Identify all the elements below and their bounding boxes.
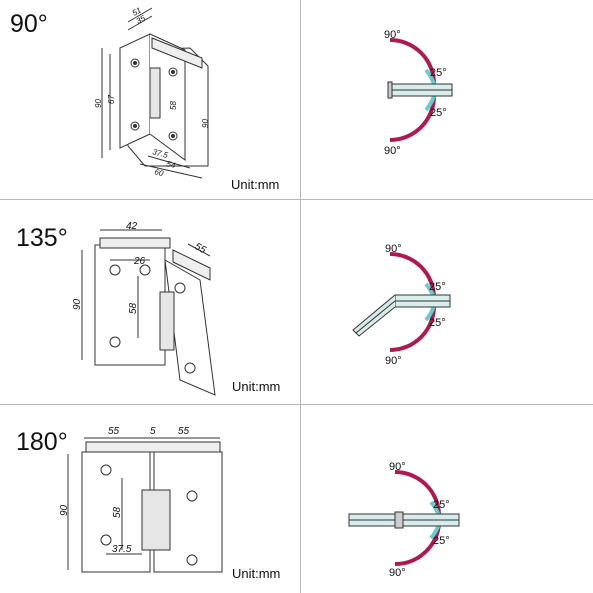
dim-26: 26 <box>133 256 146 267</box>
swing-diagram-135: 90° 90° 25° 25° <box>352 243 451 367</box>
dim-58: 58 <box>169 101 178 110</box>
dim-58: 58 <box>128 302 139 314</box>
dim-55-left: 55 <box>108 426 120 437</box>
angle-down-90: 25° <box>430 107 447 119</box>
dim-67: 67 <box>107 95 116 104</box>
hinge-180-drawing: 55 5 55 90 58 37.5 <box>59 426 223 573</box>
angle-top-90: 90° <box>384 29 401 41</box>
hinge-135-drawing: 42 26 55 90 58 <box>72 221 216 396</box>
vertical-divider <box>300 0 301 593</box>
angle-up-90: 25° <box>430 67 447 79</box>
angle-bottom-180: 90° <box>389 567 406 579</box>
hinge-90-drawing: 51 35 67 90 58 90 37.5 54 60 <box>94 6 210 179</box>
swing-diagram-180: 90° 90° 25° 25° <box>348 461 460 579</box>
dim-58: 58 <box>112 506 123 518</box>
dim-55-right: 55 <box>178 426 190 437</box>
dim-37-5: 37.5 <box>112 544 132 555</box>
dim-90-right: 90 <box>201 119 210 128</box>
row-3-title: 180° <box>16 428 68 456</box>
dim-51: 51 <box>131 6 143 18</box>
angle-top-135: 90° <box>385 243 402 255</box>
dim-5: 5 <box>150 426 156 437</box>
row-1-unit: Unit:mm <box>231 177 280 192</box>
dim-54: 54 <box>165 159 176 170</box>
angle-bottom-90: 90° <box>384 145 401 157</box>
dim-60: 60 <box>153 167 164 178</box>
row-1-title: 90° <box>10 10 48 38</box>
row-2-unit: Unit:mm <box>232 379 281 394</box>
angle-down-180: 25° <box>433 535 450 547</box>
dim-42: 42 <box>126 221 138 232</box>
dim-37-5: 37.5 <box>151 147 169 160</box>
angle-down-135: 25° <box>429 317 446 329</box>
row-2-title: 135° <box>16 224 68 252</box>
angle-up-135: 25° <box>429 281 446 293</box>
dim-90-left: 90 <box>94 99 103 108</box>
row-divider-1 <box>0 199 593 200</box>
row-3-unit: Unit:mm <box>232 566 281 581</box>
swing-diagram-90: 90° 90° 25° 25° <box>384 29 453 157</box>
dim-90: 90 <box>72 298 83 310</box>
angle-top-180: 90° <box>389 461 406 473</box>
angle-up-180: 25° <box>433 499 450 511</box>
row-divider-2 <box>0 404 593 405</box>
dim-90: 90 <box>59 504 70 516</box>
angle-bottom-135: 90° <box>385 355 402 367</box>
dim-55: 55 <box>193 241 209 256</box>
